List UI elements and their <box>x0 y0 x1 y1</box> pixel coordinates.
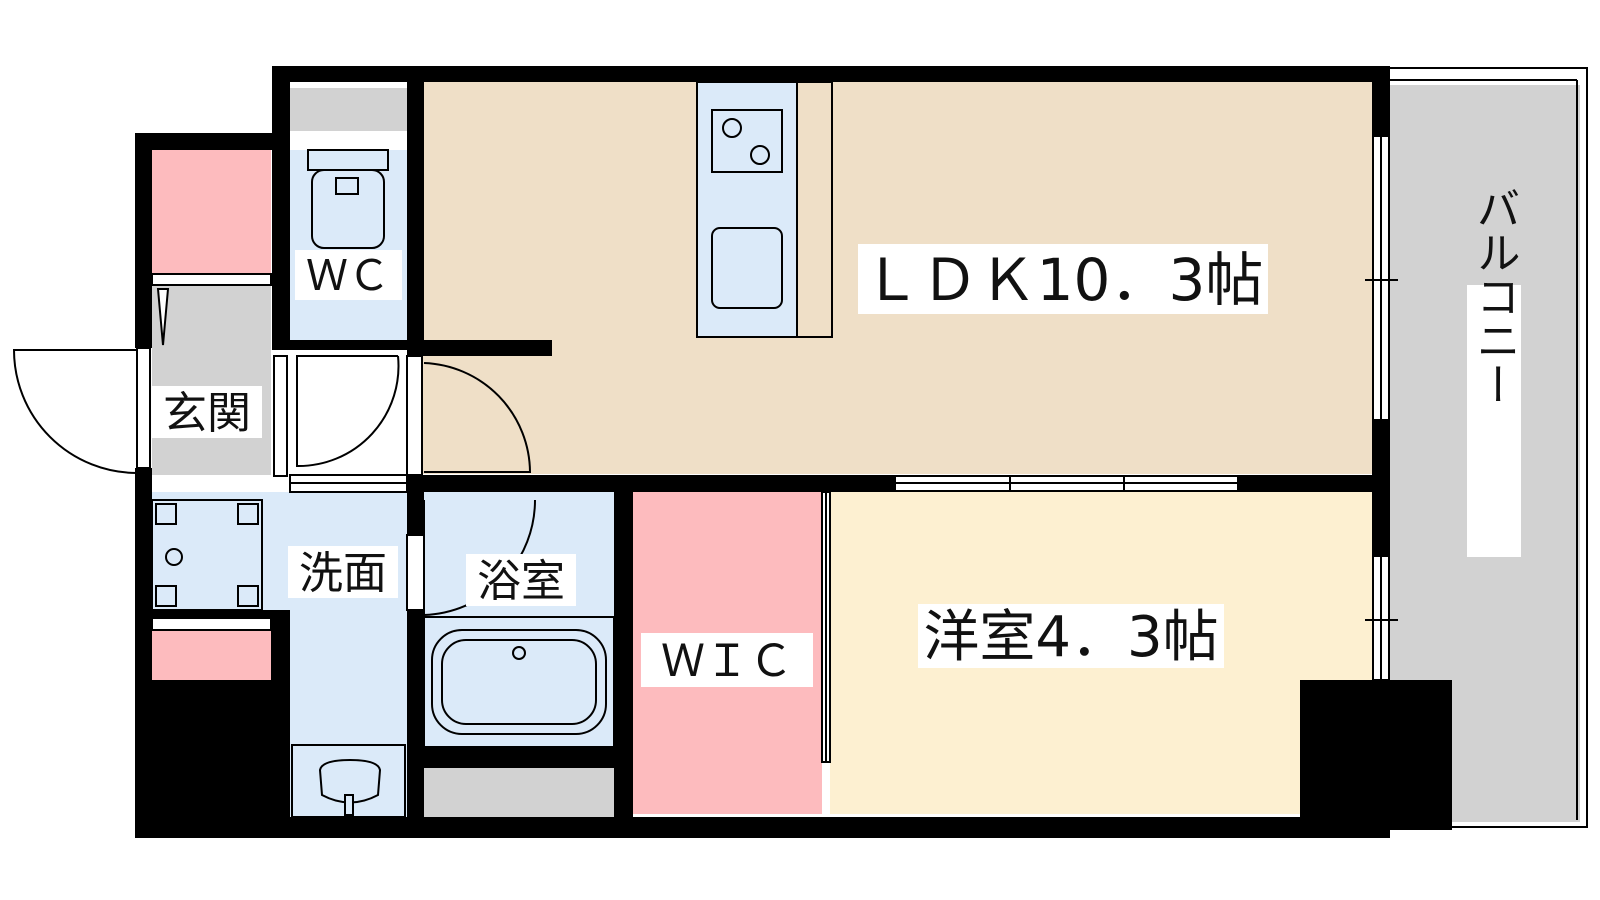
wc-label: ＷＣ <box>306 251 390 300</box>
kitchen-counter <box>696 81 833 338</box>
bathroom-label: 浴室 <box>477 556 565 607</box>
entrance-floor <box>152 285 271 475</box>
shoe-storage <box>152 150 271 274</box>
wic-label-bg <box>641 633 813 687</box>
washroom-storage <box>152 630 271 682</box>
washroom-label-bg <box>288 546 398 598</box>
balcony-label-bg <box>1467 285 1521 557</box>
pipe-space-top <box>289 88 407 131</box>
washroom-label: 洗面 <box>299 548 387 599</box>
bedroom-label-bg <box>918 604 1224 668</box>
balcony-label: バルコニー <box>1469 186 1520 406</box>
pipe-space-bottom <box>424 768 616 817</box>
wc-label-bg <box>295 250 402 300</box>
toilet <box>307 149 389 249</box>
wic-label: ＷＩＣ <box>661 636 793 687</box>
ldk-label-bg <box>858 244 1268 314</box>
entrance-label: 玄関 <box>163 388 251 439</box>
sliding-door-wic <box>821 491 831 763</box>
labels: ＬＤＫ10．3帖 洋室4．3帖 ＷＩＣ ＷＣ 玄関 洗面 浴室 バルコニー <box>152 186 1521 687</box>
washing-machine-pan <box>151 499 263 611</box>
door-frames <box>136 273 425 631</box>
bathtub <box>423 616 615 748</box>
walls <box>135 66 1452 838</box>
sliding-door-ldk-bedroom <box>894 475 1239 492</box>
entrance-label-bg <box>152 386 262 438</box>
ldk-label: ＬＤＫ10．3帖 <box>863 246 1264 314</box>
sink-basin <box>291 744 406 818</box>
swing-doors <box>12 288 536 617</box>
windows <box>1365 135 1398 681</box>
bedroom-label: 洋室4．3帖 <box>923 605 1218 670</box>
bathroom-label-bg <box>466 554 576 606</box>
